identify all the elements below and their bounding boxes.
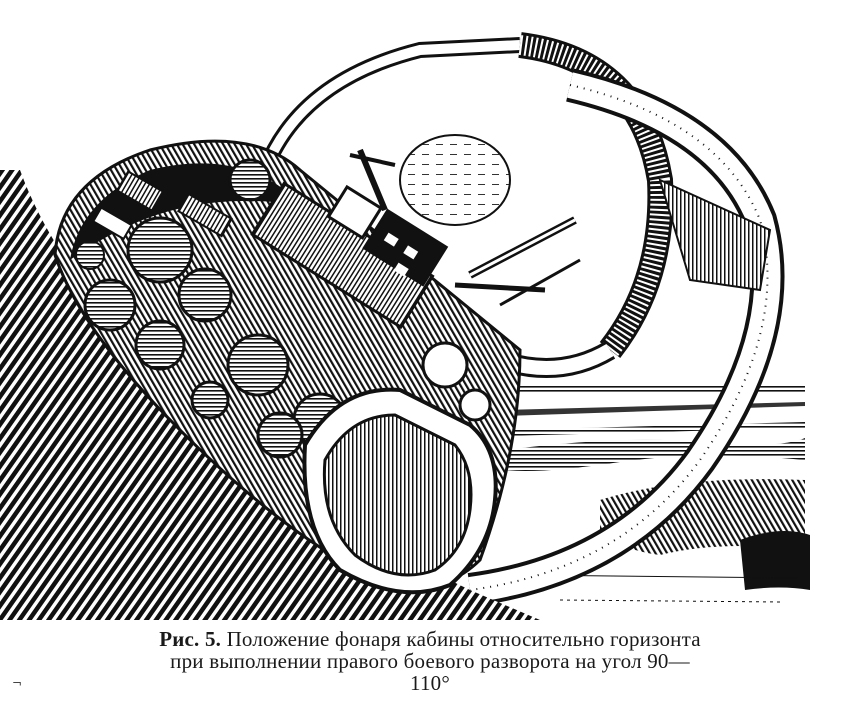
instrument-panel — [53, 139, 581, 595]
canopy-rail-block — [658, 178, 772, 292]
cockpit-canopy-illustration — [0, 32, 810, 620]
caption-line-1: Рис. 5. Положение фонаря кабины относите… — [80, 628, 780, 650]
sky-cloud — [399, 134, 511, 226]
caption-line-3: 110° — [410, 671, 450, 695]
figure-label: Рис. 5. — [159, 627, 222, 651]
caption-line-2: при выполнении правого боевого разворота… — [170, 649, 690, 673]
fuselage-side — [0, 170, 540, 620]
figure-caption: Рис. 5. Положение фонаря кабины относите… — [80, 628, 780, 694]
caption-text-1: Положение фонаря кабины относительно гор… — [226, 627, 701, 651]
margin-mark: ¬ — [12, 676, 23, 690]
